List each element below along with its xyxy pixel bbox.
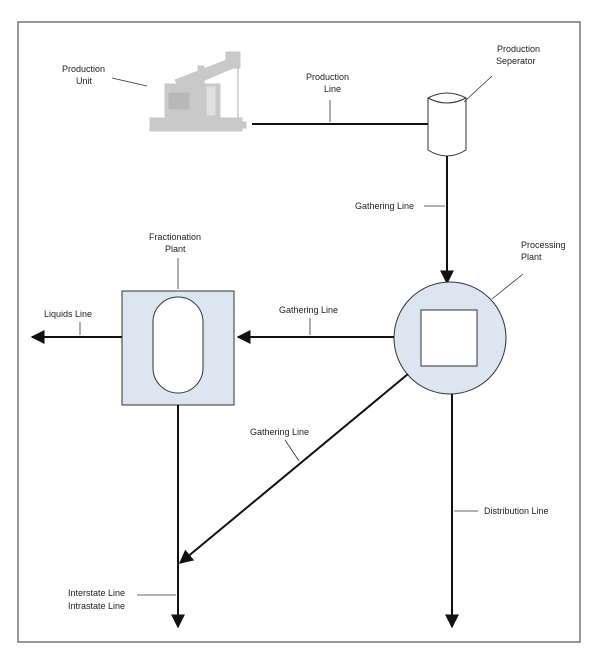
- pumpjack-icon: [149, 51, 247, 132]
- interstate-line-label: Interstate Line: [68, 588, 125, 598]
- fractionation-plant-label-1: Fractionation: [149, 232, 201, 242]
- fractionation-plant-icon: [121, 290, 235, 406]
- leader-production-unit: [111, 77, 148, 87]
- production-unit-label-1: Production: [62, 64, 105, 74]
- leader-gathering-diag: [284, 439, 300, 462]
- intrastate-line-label: Intrastate Line: [68, 601, 125, 611]
- gathering-line-mid-label: Gathering Line: [279, 305, 338, 315]
- gathering-line-top-label: Gathering Line: [355, 201, 414, 211]
- separator-label-2: Seperator: [496, 56, 536, 66]
- leader-separator: [463, 75, 493, 103]
- fractionation-plant-label-2: Plant: [165, 244, 186, 254]
- gathering-line-diag-label: Gathering Line: [250, 427, 309, 437]
- leader-processing-plant: [491, 273, 524, 300]
- diagram-frame: [17, 21, 581, 643]
- production-unit-label-2: Unit: [76, 76, 93, 86]
- production-separator-icon: [427, 92, 467, 157]
- separator-label-1: Production: [497, 44, 540, 54]
- liquids-line-label: Liquids Line: [44, 309, 92, 319]
- processing-plant-label-1: Processing: [521, 240, 566, 250]
- processing-plant-label-2: Plant: [521, 252, 542, 262]
- production-line-label-2: Line: [324, 84, 341, 94]
- processing-plant-icon: [393, 281, 507, 395]
- gathering-line-diag: [178, 373, 409, 564]
- distribution-line-label: Distribution Line: [484, 506, 549, 516]
- production-line-label-1: Production: [306, 72, 349, 82]
